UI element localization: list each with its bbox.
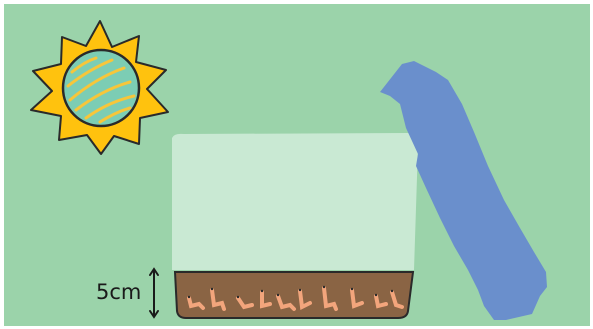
sun-disc	[63, 50, 139, 126]
jar-glass	[172, 133, 418, 270]
depth-label: 5cm	[96, 282, 141, 303]
